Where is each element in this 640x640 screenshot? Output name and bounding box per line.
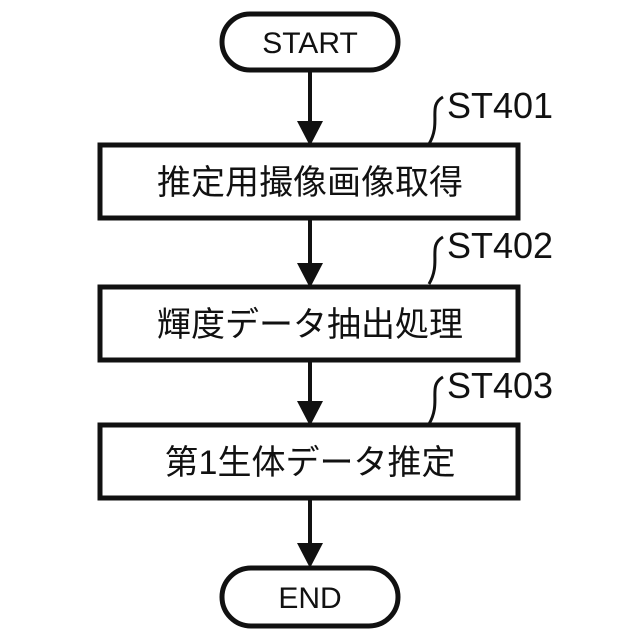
end-terminal-shape (219, 565, 401, 629)
step-id-st402: ST402 (427, 225, 553, 285)
flow-arrow-1 (297, 69, 323, 146)
end-label: END (278, 582, 341, 615)
step-box-st401-label: 推定用撮像画像取得 (157, 164, 463, 202)
flow-arrow-3 (297, 360, 323, 426)
step-box-st403-label: 第1生体データ推定 (165, 444, 456, 482)
step-id-st401-text: ST401 (447, 85, 553, 126)
step-box-st401-shape (97, 142, 521, 221)
arrow-down-icon (297, 543, 323, 568)
leader-line-icon (427, 375, 444, 425)
start-terminal: START (219, 11, 401, 73)
step-box-st401: 推定用撮像画像取得 (97, 142, 521, 221)
step-box-st403-shape (97, 422, 521, 501)
arrow-down-icon (297, 401, 323, 426)
flow-arrow-2 (297, 218, 323, 288)
step-id-st402-text: ST402 (447, 225, 553, 266)
step-box-st403: 第1生体データ推定 (97, 422, 521, 501)
end-terminal: END (219, 565, 401, 629)
step-id-st401: ST401 (427, 85, 553, 145)
step-box-st402-label: 輝度データ抽出処理 (157, 306, 463, 344)
arrow-down-icon (297, 263, 323, 288)
arrow-down-icon (297, 121, 323, 146)
step-box-st402: 輝度データ抽出処理 (97, 284, 521, 363)
leader-line-icon (427, 95, 444, 145)
step-id-st403: ST403 (427, 365, 553, 425)
step-id-st403-text: ST403 (447, 365, 553, 406)
start-label: START (262, 27, 358, 60)
flow-arrow-4 (297, 498, 323, 568)
leader-line-icon (427, 235, 444, 285)
